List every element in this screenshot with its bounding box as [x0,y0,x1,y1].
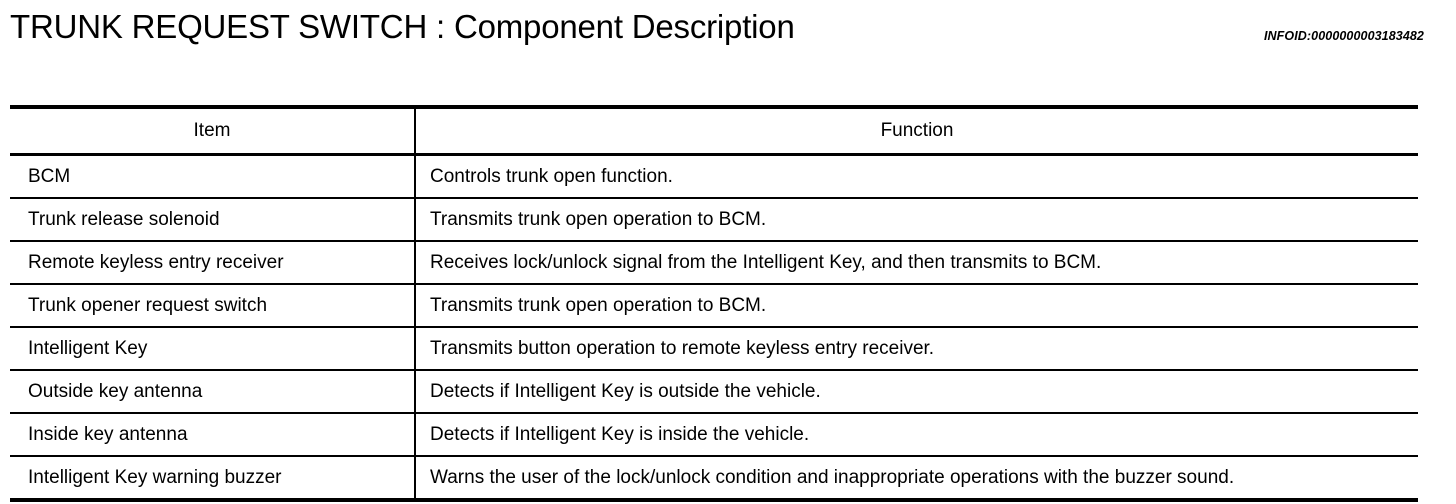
cell-function: Controls trunk open function. [415,154,1418,199]
table-row: Trunk release solenoid Transmits trunk o… [10,198,1418,242]
cell-function: Warns the user of the lock/unlock condit… [415,456,1418,502]
column-header-function: Function [415,105,1418,156]
table-row: Trunk opener request switch Transmits tr… [10,284,1418,328]
cell-function: Transmits button operation to remote key… [415,327,1418,371]
cell-function: Transmits trunk open operation to BCM. [415,198,1418,242]
cell-item: Intelligent Key warning buzzer [10,456,416,502]
cell-function: Detects if Intelligent Key is outside th… [415,370,1418,414]
table-row: Inside key antenna Detects if Intelligen… [10,413,1418,457]
cell-item: Inside key antenna [10,413,416,457]
cell-item: BCM [10,154,416,199]
infoid-label: INFOID:0000000003183482 [1263,29,1424,43]
cell-item: Remote keyless entry receiver [10,241,416,285]
table-row: BCM Controls trunk open function. [10,154,1418,199]
cell-item: Trunk opener request switch [10,284,416,328]
component-description-table-wrapper: Item Function BCM Controls trunk open fu… [10,105,1418,502]
component-description-table: Item Function BCM Controls trunk open fu… [10,105,1418,502]
table-body: BCM Controls trunk open function. Trunk … [10,154,1418,502]
cell-item: Intelligent Key [10,327,416,371]
cell-function: Receives lock/unlock signal from the Int… [415,241,1418,285]
cell-item: Trunk release solenoid [10,198,416,242]
page-header: TRUNK REQUEST SWITCH : Component Descrip… [0,0,1456,72]
page-title: TRUNK REQUEST SWITCH : Component Descrip… [10,8,795,45]
table-header-row: Item Function [10,105,1418,156]
table-row: Intelligent Key warning buzzer Warns the… [10,456,1418,502]
table-row: Remote keyless entry receiver Receives l… [10,241,1418,285]
table-row: Outside key antenna Detects if Intellige… [10,370,1418,414]
column-header-item: Item [10,105,416,156]
cell-function: Detects if Intelligent Key is inside the… [415,413,1418,457]
cell-item: Outside key antenna [10,370,416,414]
table-row: Intelligent Key Transmits button operati… [10,327,1418,371]
cell-function: Transmits trunk open operation to BCM. [415,284,1418,328]
table-header: Item Function [10,105,1418,156]
